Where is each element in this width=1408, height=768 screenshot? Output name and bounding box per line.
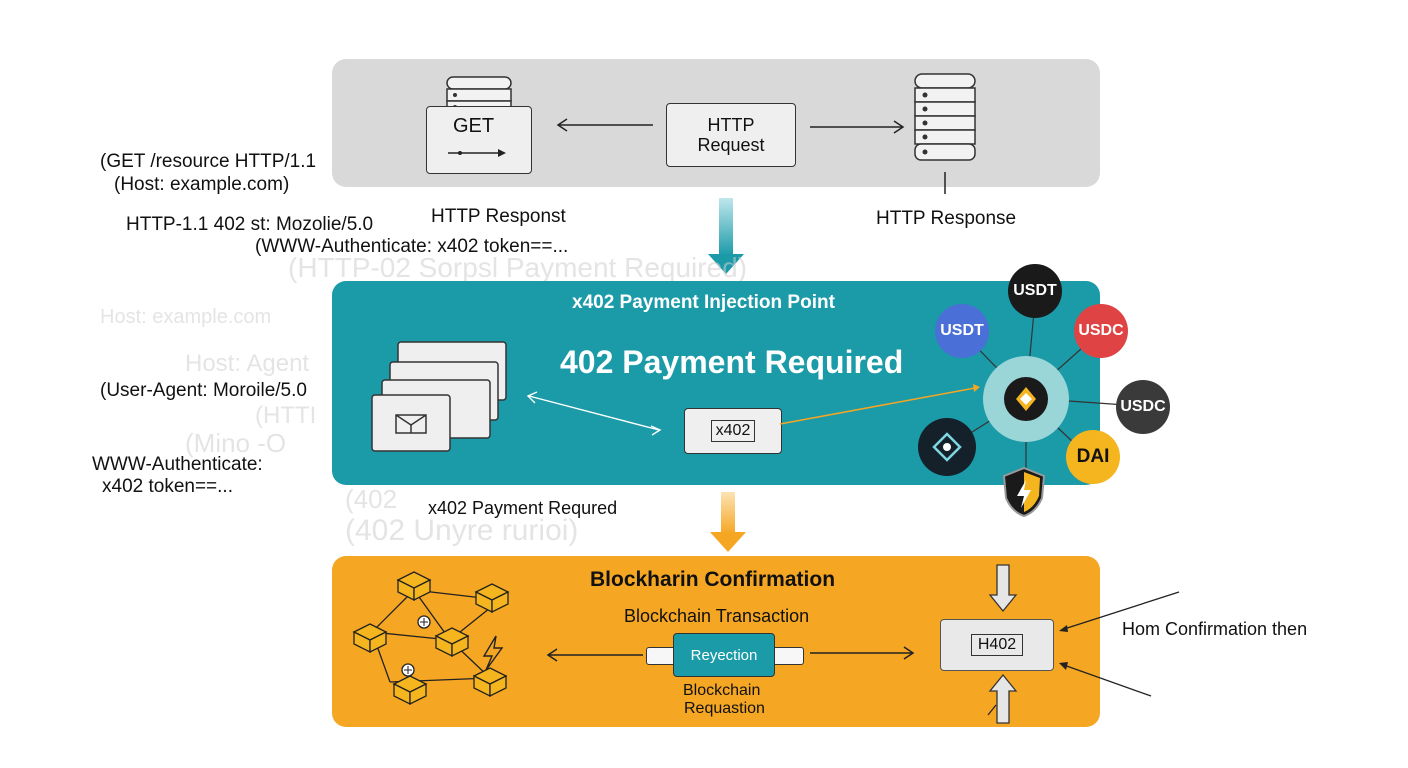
ghost-payment-heading: (HTTP-02 Sorpsl Payment Required) xyxy=(288,252,748,283)
chain-right-arrow-icon xyxy=(810,646,915,660)
blockchain-network-icon xyxy=(352,571,510,706)
token-label: x402 token==... xyxy=(102,476,233,497)
left-arrow-icon xyxy=(556,118,653,132)
x402-token-label: x402 xyxy=(710,420,756,442)
blockchain-transaction-label: Blockchain Transaction xyxy=(624,606,810,626)
coin-usdc-red: USDC xyxy=(1074,304,1128,358)
payment-panel-title: x402 Payment Injection Point xyxy=(572,292,835,313)
pointer-lines xyxy=(1059,591,1180,697)
bidirectional-arrow-icon xyxy=(526,391,662,436)
stacked-cards-icon xyxy=(371,341,507,452)
status-line: HTTP-1.1 402 st: Mozolie/5.0 xyxy=(126,214,374,235)
ghost-host-agent: Host: Agent xyxy=(185,350,310,377)
get-label: GET xyxy=(453,115,495,137)
ethereum-icon xyxy=(1004,377,1048,421)
tx-below-line-2: Requastion xyxy=(684,700,765,717)
x402-token-box: x402 xyxy=(684,408,782,454)
tx-below-line-1: Blockchain xyxy=(683,682,761,699)
payment-required-below-label: x402 Payment Requred xyxy=(428,498,618,518)
ghost-402-b: (402 Unyre rurioi) xyxy=(345,514,579,547)
coin-usdt-left: USDT xyxy=(935,304,989,358)
coin-usdc-dark: USDC xyxy=(1116,380,1170,434)
ghost-http: (HTTI xyxy=(255,402,317,429)
ghost-mino: (Mino -O xyxy=(185,428,287,458)
ghost-402-a: (402 xyxy=(345,484,398,514)
verify-box: H402 xyxy=(940,619,1054,671)
auth-line: (WWW-Authenticate: x402 token==... xyxy=(255,236,569,257)
shield-icon xyxy=(1002,466,1046,518)
down-arrow-teal-icon xyxy=(708,198,744,274)
verify-down-arrow-icon xyxy=(988,564,1018,613)
transaction-label: Reyection xyxy=(690,646,758,664)
user-agent-line: (User-Agent: Moroile/5.0 xyxy=(100,380,307,401)
blockchain-panel-title: Blockharin Confirmation xyxy=(590,568,836,591)
polygon-coin-icon xyxy=(918,418,976,476)
ghost-host: Host: example.com xyxy=(100,306,272,328)
right-confirmation-note: Hom Confirmation then xyxy=(1122,619,1308,639)
http-response-right-label: HTTP Response xyxy=(876,208,1017,229)
down-arrow-orange-icon xyxy=(710,492,746,552)
chain-left-arrow-icon xyxy=(546,648,643,662)
payment-required-headline: 402 Payment Required xyxy=(560,344,904,380)
host-line: (Host: example.com) xyxy=(114,174,290,195)
right-arrow-icon xyxy=(810,120,905,134)
get-request-line: (GET /resource HTTP/1.1 xyxy=(100,151,317,172)
http-response-left-label: HTTP Responst xyxy=(431,206,566,227)
verify-box-label: H402 xyxy=(970,634,1024,656)
hub-center xyxy=(983,356,1069,442)
coin-dai: DAI xyxy=(1066,430,1120,484)
coin-usdt-top: USDT xyxy=(1008,264,1062,318)
get-request-card: GET xyxy=(426,106,532,174)
http-request-label: HTTP Request xyxy=(697,115,765,155)
server-database-icon xyxy=(914,73,976,194)
get-card-arrow-icon xyxy=(448,149,506,157)
www-auth-label: WWW-Authenticate: xyxy=(92,454,263,475)
token-to-hub-line xyxy=(779,384,980,425)
verify-up-arrow-icon xyxy=(987,673,1018,724)
http-request-box: HTTP Request xyxy=(666,103,796,167)
transaction-box: Reyection xyxy=(673,633,775,677)
